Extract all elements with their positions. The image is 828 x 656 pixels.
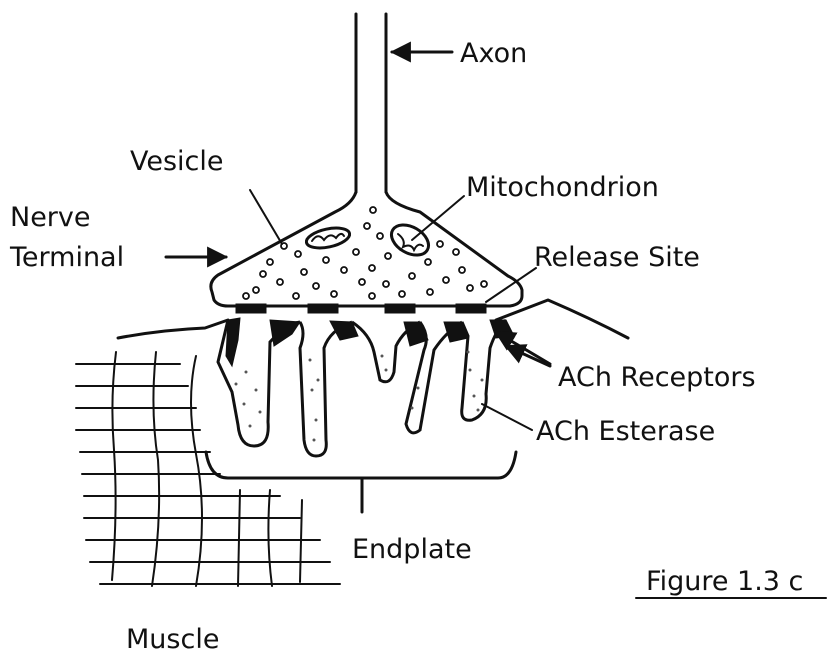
ach-esterase-leader (482, 404, 532, 430)
fold-2 (300, 322, 352, 456)
nerve-terminal-label-line1: Nerve (10, 202, 91, 233)
figure-caption: Figure 1.3 c (646, 566, 803, 597)
muscle-label: Muscle (126, 624, 219, 655)
mitochondrion-label: Mitochondrion (466, 172, 659, 203)
vesicle-leader (250, 190, 282, 244)
nerve-terminal-label-line2: Terminal (9, 242, 124, 273)
endplate-label: Endplate (352, 534, 472, 565)
ach-receptors-arrows (496, 332, 550, 366)
synaptic-vesicles (243, 207, 487, 299)
mitochondrion-left (305, 225, 352, 252)
nerve-terminal (211, 192, 522, 306)
mitochondrion-leader (412, 196, 464, 240)
ach-receptors-label: ACh Receptors (558, 362, 756, 393)
endplate-bracket (206, 452, 516, 512)
axon (356, 14, 386, 192)
ach-esterase-label: ACh Esterase (536, 416, 715, 447)
release-site-label: Release Site (534, 242, 700, 273)
vesicle-label: Vesicle (130, 146, 224, 177)
axon-label: Axon (460, 38, 527, 69)
release-site-leader (486, 268, 536, 302)
mitochondrion-right (386, 219, 434, 262)
